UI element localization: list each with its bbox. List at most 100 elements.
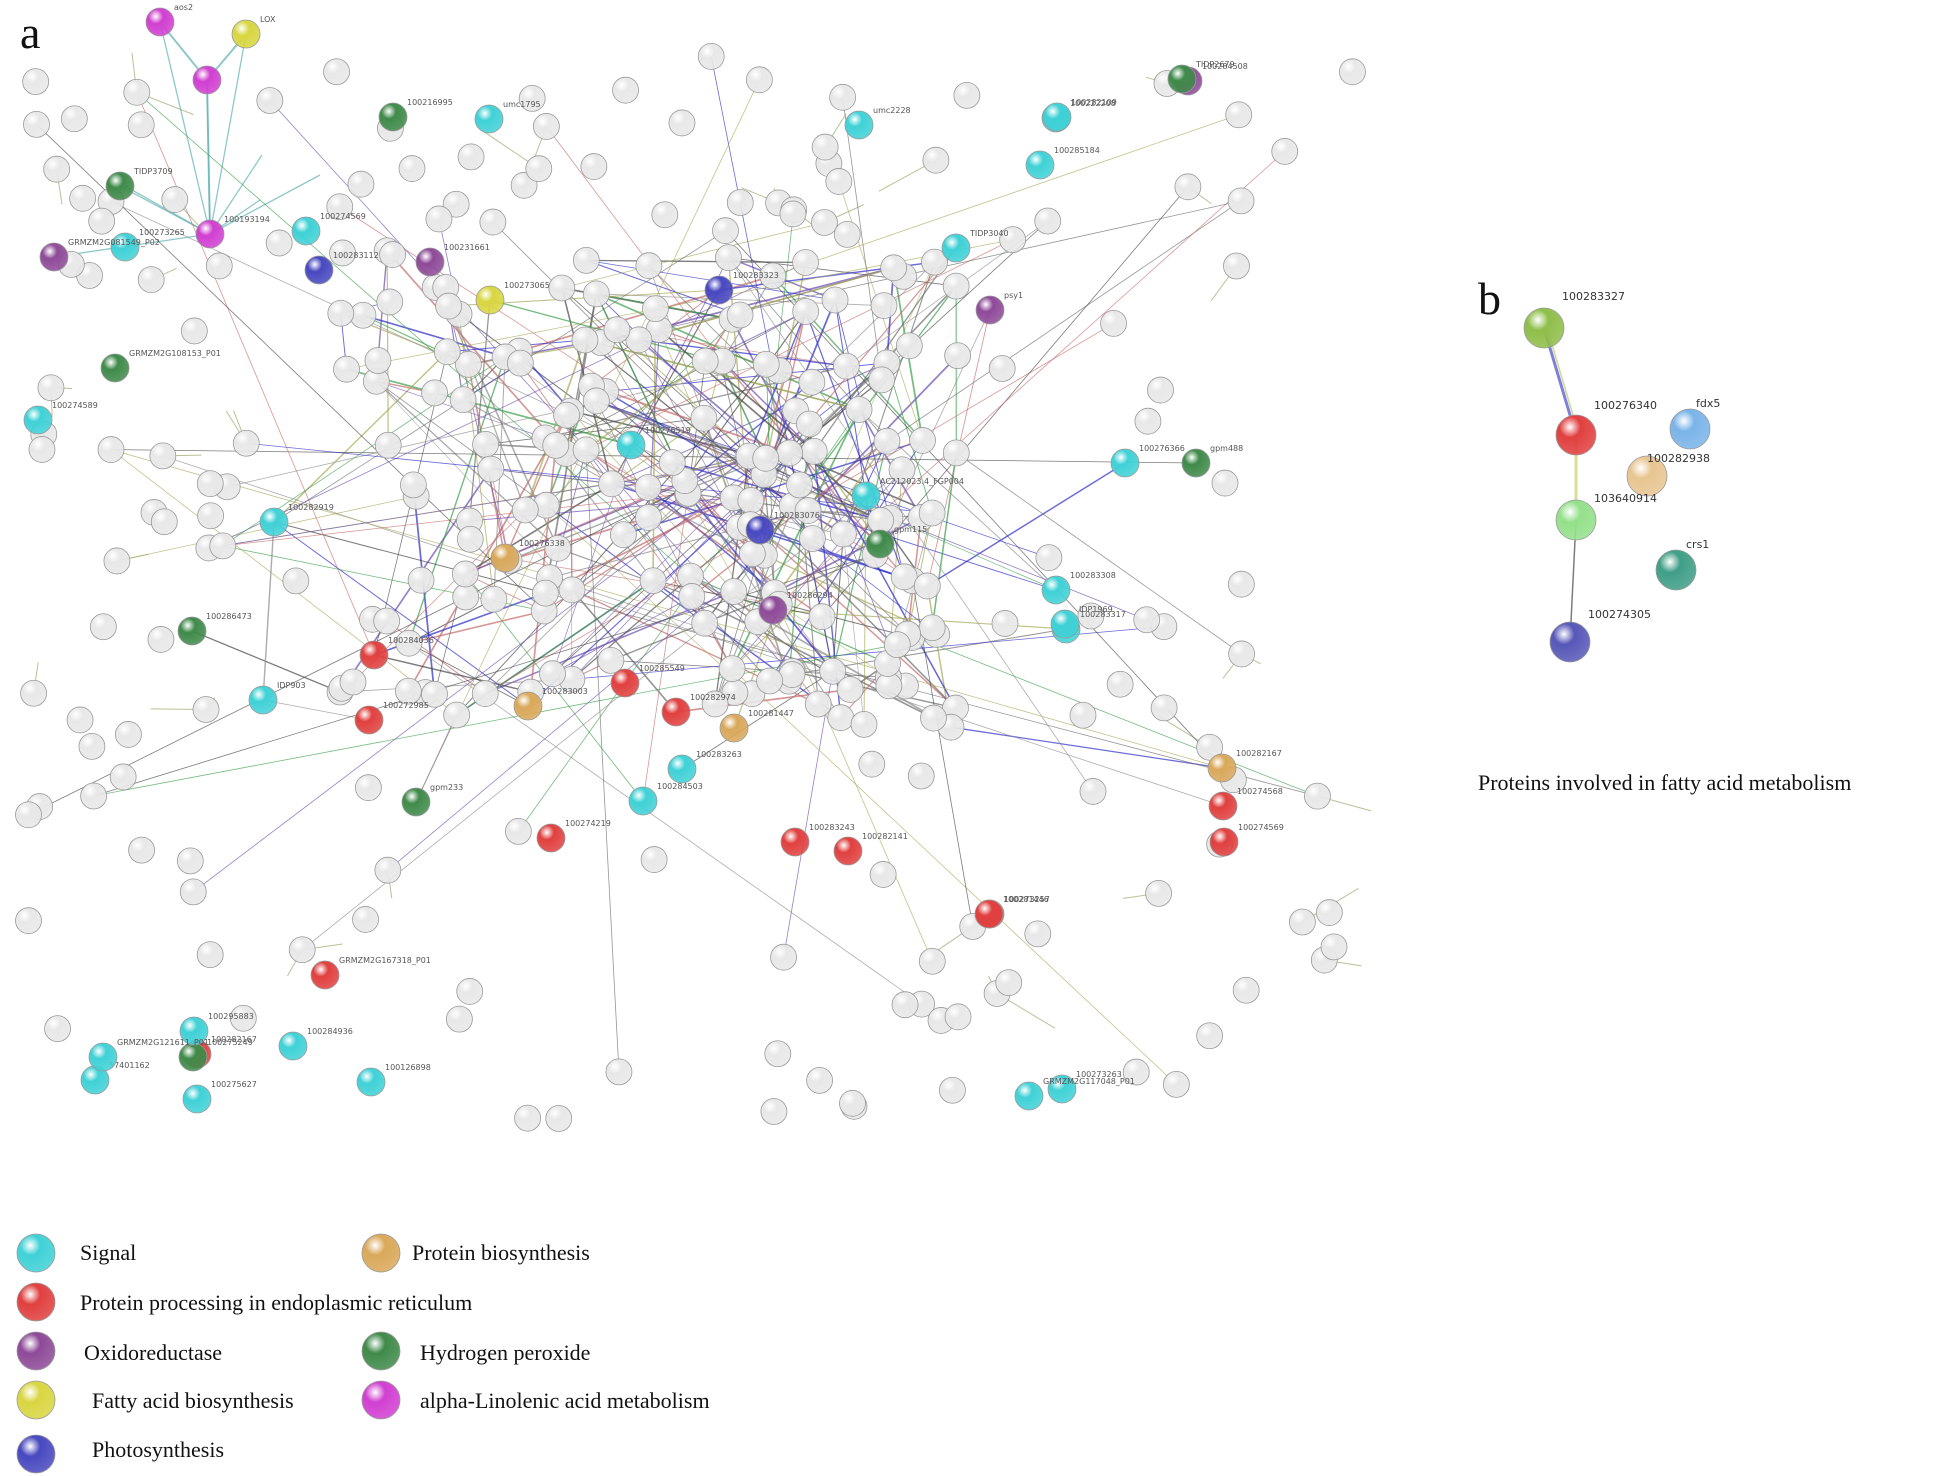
protein-node bbox=[836, 676, 864, 703]
node-label: psy1 bbox=[1004, 291, 1023, 300]
protein-node bbox=[944, 1003, 972, 1031]
protein-node bbox=[942, 439, 970, 467]
protein-node bbox=[232, 429, 260, 457]
protein-node bbox=[23, 110, 50, 138]
network-edge bbox=[763, 247, 957, 475]
protein-node bbox=[548, 274, 576, 302]
node-label: 100282167 bbox=[1236, 749, 1282, 758]
protein-node bbox=[196, 941, 224, 969]
protein-node bbox=[825, 168, 853, 195]
protein-node bbox=[1100, 310, 1127, 337]
protein-node bbox=[922, 146, 950, 174]
network-edge bbox=[791, 670, 956, 709]
protein-node bbox=[642, 295, 669, 323]
network-edge bbox=[763, 474, 881, 521]
protein-node bbox=[1145, 879, 1173, 907]
panel-b-node-label: 100274305 bbox=[1588, 608, 1651, 621]
protein-node bbox=[449, 386, 477, 414]
network-edge bbox=[950, 726, 1223, 769]
node-label: 100272985 bbox=[383, 701, 429, 710]
protein-node bbox=[745, 515, 775, 545]
protein-node bbox=[800, 438, 828, 465]
network-edge bbox=[812, 538, 937, 635]
node-label: gpm488 bbox=[1210, 444, 1243, 453]
protein-node bbox=[88, 1042, 118, 1072]
network-edge bbox=[671, 462, 842, 718]
node-label: 100282167 bbox=[211, 1035, 257, 1044]
protein-node bbox=[114, 721, 142, 748]
network-edge bbox=[549, 577, 833, 672]
protein-node bbox=[456, 525, 484, 553]
network-edge bbox=[842, 97, 883, 380]
protein-node bbox=[571, 326, 599, 354]
protein-node bbox=[60, 105, 88, 133]
network-edge bbox=[832, 441, 888, 672]
protein-node bbox=[792, 249, 819, 276]
network-edge bbox=[119, 185, 211, 235]
protein-node bbox=[1122, 1058, 1150, 1086]
network-edge bbox=[209, 154, 263, 235]
protein-node bbox=[339, 668, 367, 696]
network-edge bbox=[387, 554, 765, 871]
network-edge bbox=[362, 314, 506, 358]
legend-marker bbox=[16, 1434, 56, 1474]
protein-node bbox=[180, 317, 208, 345]
panel-a-nodes: aos2LOX100193194100273265TIDP3709GRMZM2G… bbox=[15, 3, 1366, 1132]
network-edge bbox=[623, 439, 923, 536]
protein-node bbox=[177, 616, 207, 646]
protein-node bbox=[811, 209, 838, 236]
network-edge bbox=[687, 494, 759, 622]
network-edge bbox=[749, 524, 909, 635]
protein-node bbox=[737, 487, 765, 514]
protein-node bbox=[867, 507, 895, 534]
protein-node bbox=[442, 190, 470, 218]
node-label: aos2 bbox=[174, 3, 193, 12]
protein-node bbox=[532, 113, 560, 140]
protein-node bbox=[786, 471, 813, 499]
protein-node bbox=[23, 405, 53, 435]
protein-node bbox=[891, 991, 919, 1019]
protein-node bbox=[697, 43, 725, 70]
network-edge bbox=[386, 250, 567, 455]
node-label: 100222208 bbox=[1070, 99, 1116, 108]
protein-node bbox=[479, 208, 507, 236]
protein-node bbox=[542, 431, 570, 459]
network-edge bbox=[408, 356, 506, 644]
network-edge bbox=[28, 455, 750, 816]
panel-b-node-label: 100283327 bbox=[1562, 290, 1625, 303]
protein-node bbox=[147, 626, 175, 653]
network-edge bbox=[585, 239, 1013, 451]
protein-node bbox=[691, 347, 719, 375]
protein-node bbox=[1271, 138, 1299, 165]
node-label: gpm233 bbox=[430, 783, 463, 792]
protein-node bbox=[651, 201, 679, 229]
protein-node bbox=[354, 774, 382, 802]
protein-node bbox=[883, 631, 911, 658]
legend-label: alpha-Linolenic acid metabolism bbox=[420, 1388, 710, 1413]
network-edge bbox=[162, 455, 1224, 807]
protein-node bbox=[514, 1104, 542, 1132]
node-label: 100273065 bbox=[504, 281, 550, 290]
protein-node bbox=[988, 355, 1016, 382]
protein-node bbox=[616, 430, 646, 460]
protein-node bbox=[304, 255, 334, 285]
protein-node bbox=[1134, 407, 1162, 435]
node-label: 57401162 bbox=[109, 1061, 150, 1070]
protein-node bbox=[291, 216, 321, 246]
protein-node bbox=[895, 332, 923, 360]
protein-node bbox=[421, 379, 448, 407]
panel-b-protein-node bbox=[1523, 307, 1565, 349]
node-label: gpm115 bbox=[894, 525, 927, 534]
protein-node bbox=[667, 754, 697, 784]
network-edge bbox=[504, 356, 688, 495]
protein-node bbox=[639, 567, 667, 595]
legend-marker bbox=[361, 1331, 401, 1371]
node-label: 100281447 bbox=[748, 709, 794, 718]
protein-node bbox=[471, 680, 499, 707]
protein-node bbox=[445, 1005, 473, 1033]
protein-node bbox=[701, 690, 729, 718]
protein-node bbox=[745, 66, 773, 94]
protein-node bbox=[858, 750, 886, 778]
network-edge bbox=[791, 285, 957, 507]
protein-node bbox=[310, 960, 340, 990]
